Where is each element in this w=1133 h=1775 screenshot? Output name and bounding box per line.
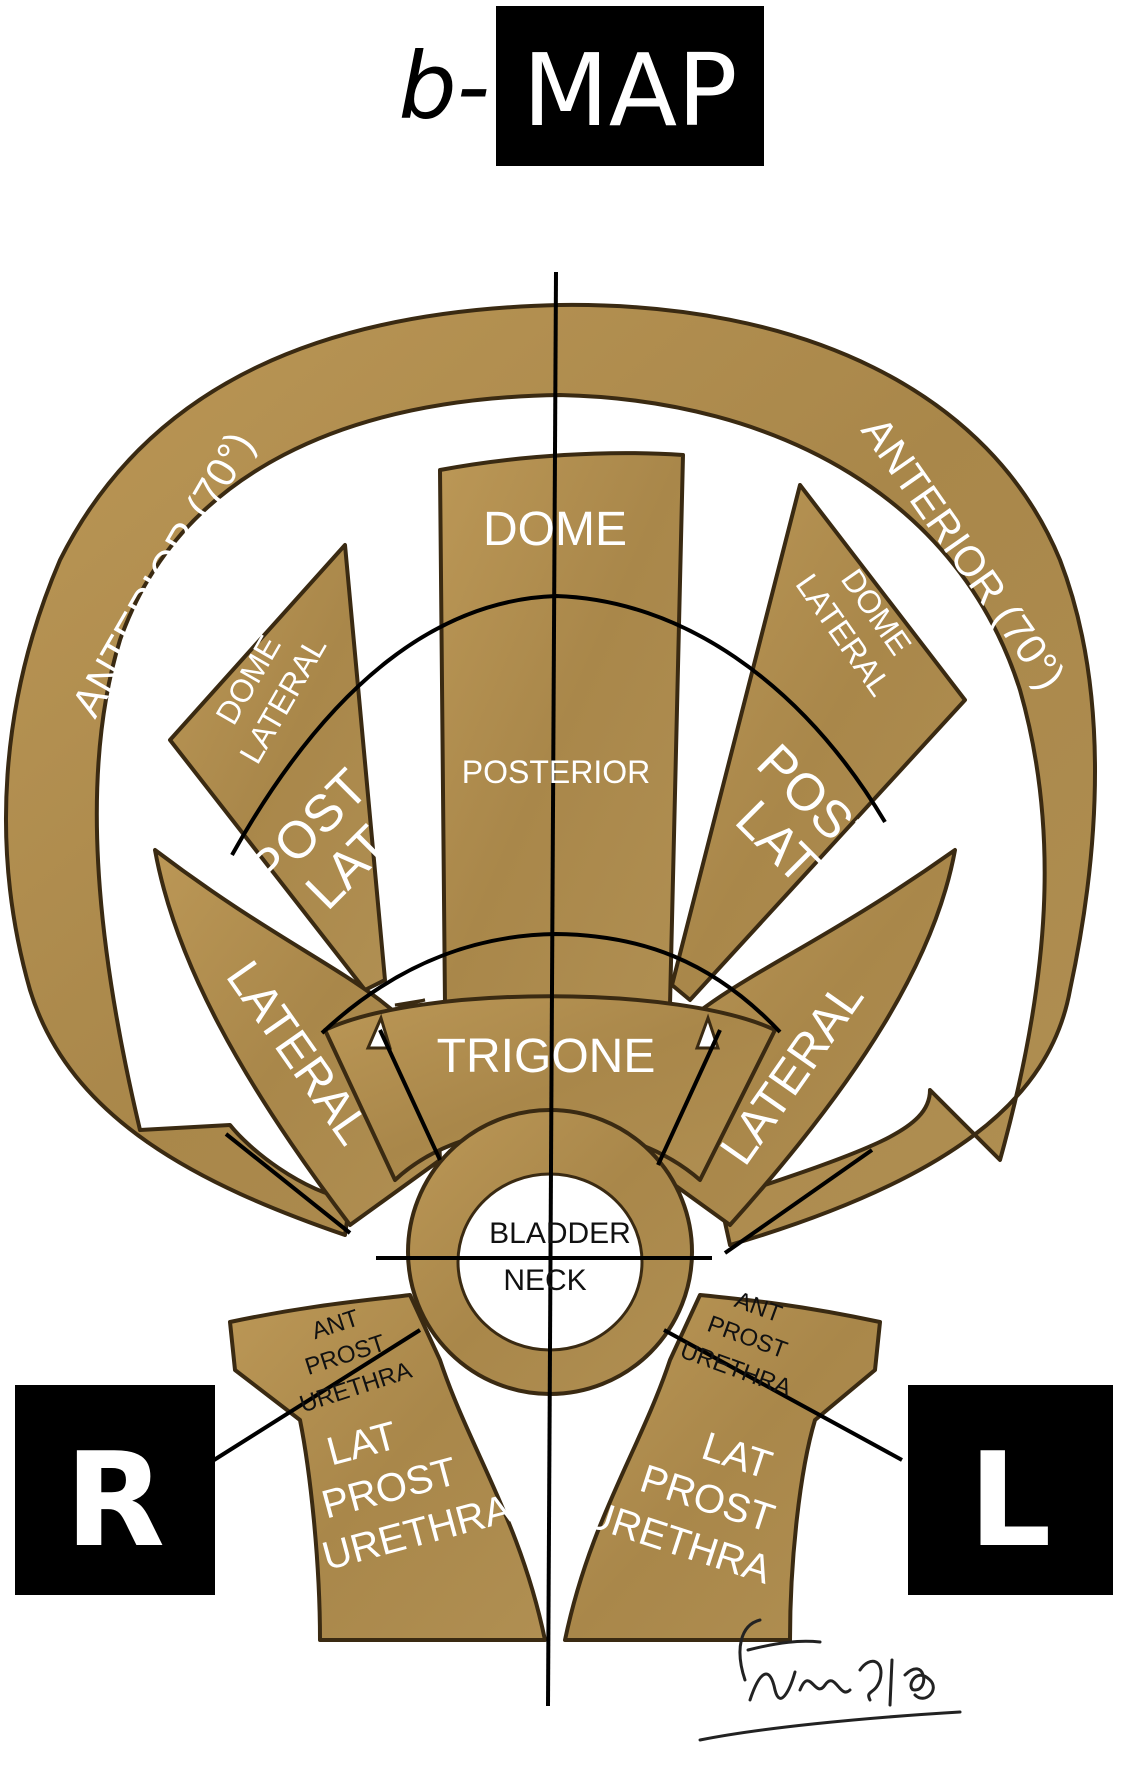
title-prefix: b- (398, 33, 490, 140)
svg-text:NECK: NECK (503, 1264, 586, 1297)
side-label-right: R (15, 1385, 215, 1595)
svg-text:R: R (65, 1424, 165, 1576)
label-trigone: TRIGONE (437, 1030, 656, 1083)
label-posterior: POSTERIOR (462, 754, 650, 790)
title: b- MAP (398, 6, 764, 166)
svg-text:L: L (969, 1424, 1052, 1576)
side-label-left: L (908, 1385, 1113, 1595)
svg-text:BLADDER: BLADDER (489, 1217, 631, 1250)
label-dome: DOME (483, 503, 627, 556)
title-box-text: MAP (523, 32, 738, 149)
